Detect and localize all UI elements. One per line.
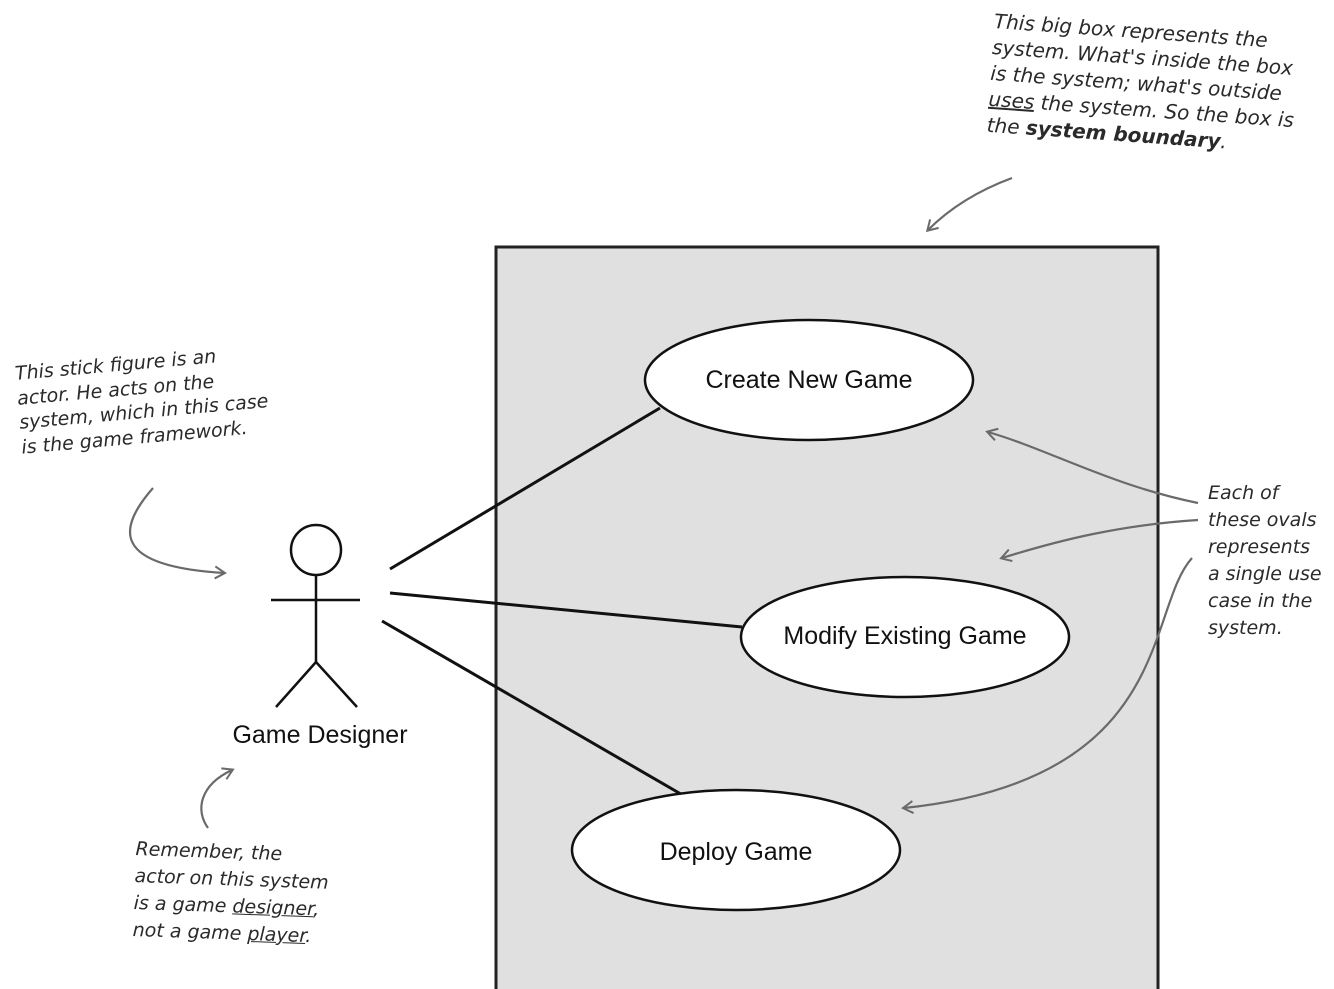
association-modify-existing-game bbox=[389, 591, 743, 629]
association-create-new-game bbox=[389, 406, 661, 571]
arrow-remember-note bbox=[200, 767, 235, 829]
note-ovals-line-5: case in the bbox=[1208, 589, 1313, 612]
arrow-system-boundary bbox=[925, 176, 1013, 233]
association-deploy-game bbox=[381, 619, 687, 799]
note-system-line-5-start: the bbox=[986, 112, 1021, 139]
note-ovals: Each of these ovals represents a single … bbox=[1208, 480, 1322, 642]
arrow-ovals-to-modify bbox=[999, 518, 1199, 563]
use-case-oval-create-new-game bbox=[643, 318, 975, 442]
actor-stick-figure bbox=[271, 523, 360, 708]
note-remember-line-3-suffix: , bbox=[312, 898, 320, 921]
use-case-create-new-game: Create New Game bbox=[705, 366, 913, 394]
note-ovals-line-1: Each of bbox=[1208, 482, 1279, 504]
arrow-ovals-to-create bbox=[985, 427, 1199, 505]
use-case-oval-deploy-game bbox=[570, 788, 902, 912]
note-remember-line-4-prefix: not a game bbox=[132, 918, 248, 945]
note-remember-designer: designer bbox=[232, 895, 314, 921]
use-case-deploy-game: Deploy Game bbox=[659, 838, 813, 866]
note-ovals-line-3: represents bbox=[1208, 535, 1311, 558]
note-system-period: . bbox=[1219, 129, 1228, 154]
arrow-actor-note bbox=[128, 487, 227, 580]
note-ovals-line-2: these ovals bbox=[1208, 508, 1317, 531]
actor-left-leg bbox=[275, 661, 317, 708]
note-system-underlined-word: uses bbox=[987, 86, 1036, 114]
use-case-modify-existing-game: Modify Existing Game bbox=[783, 622, 1027, 650]
note-ovals-line-6: system. bbox=[1208, 616, 1283, 639]
note-remember: Remember, the actor on this system is a … bbox=[132, 836, 330, 951]
note-remember-line-4-suffix: . bbox=[304, 924, 312, 948]
use-case-oval-modify-existing-game bbox=[739, 575, 1071, 699]
note-remember-line-3-prefix: is a game bbox=[133, 891, 233, 918]
actor-head bbox=[289, 523, 343, 577]
note-ovals-line-4: a single use bbox=[1208, 562, 1322, 585]
note-remember-player: player bbox=[247, 922, 306, 947]
actor-label: Game Designer bbox=[232, 721, 408, 749]
actor-right-leg bbox=[315, 661, 358, 708]
note-system-boundary: This big box represents the system. What… bbox=[986, 8, 1300, 159]
arrow-ovals-to-deploy bbox=[901, 557, 1193, 814]
